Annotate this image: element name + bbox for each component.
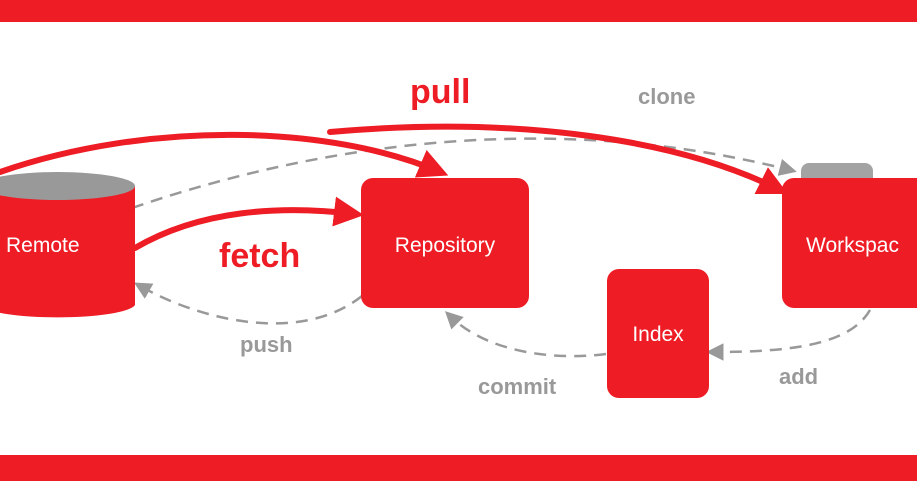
repository-box	[361, 178, 529, 308]
repository-node: Repository	[361, 178, 529, 308]
add-label: add	[779, 364, 818, 389]
index-box	[607, 269, 709, 398]
workspace-label: Workspac	[806, 234, 899, 257]
commit-label: commit	[478, 374, 557, 399]
clone-arrow	[131, 137, 797, 210]
workspace-node: Workspac	[782, 163, 917, 308]
top-red-band	[0, 0, 917, 22]
push-arrow	[133, 282, 363, 325]
repository-label: Repository	[395, 234, 496, 257]
fetch-label: fetch	[219, 237, 300, 275]
index-node: Index	[607, 269, 709, 398]
pull-label: pull	[410, 73, 470, 111]
fetch-arrow	[132, 196, 364, 251]
bottom-red-band	[0, 455, 917, 481]
remote-label: Remote	[6, 234, 80, 257]
remote-cylinder-body	[0, 186, 135, 318]
workspace-box	[782, 178, 917, 308]
clone-label: clone	[638, 84, 695, 109]
remote-cylinder-top	[0, 172, 135, 200]
pull-to-workspace-arrow	[327, 123, 789, 195]
remote-node: Remote	[0, 172, 135, 318]
add-arrow	[706, 309, 872, 361]
index-label: Index	[632, 323, 684, 346]
pull-to-repository-arrow	[0, 131, 449, 178]
commit-arrow	[444, 311, 607, 358]
push-label: push	[240, 332, 293, 357]
